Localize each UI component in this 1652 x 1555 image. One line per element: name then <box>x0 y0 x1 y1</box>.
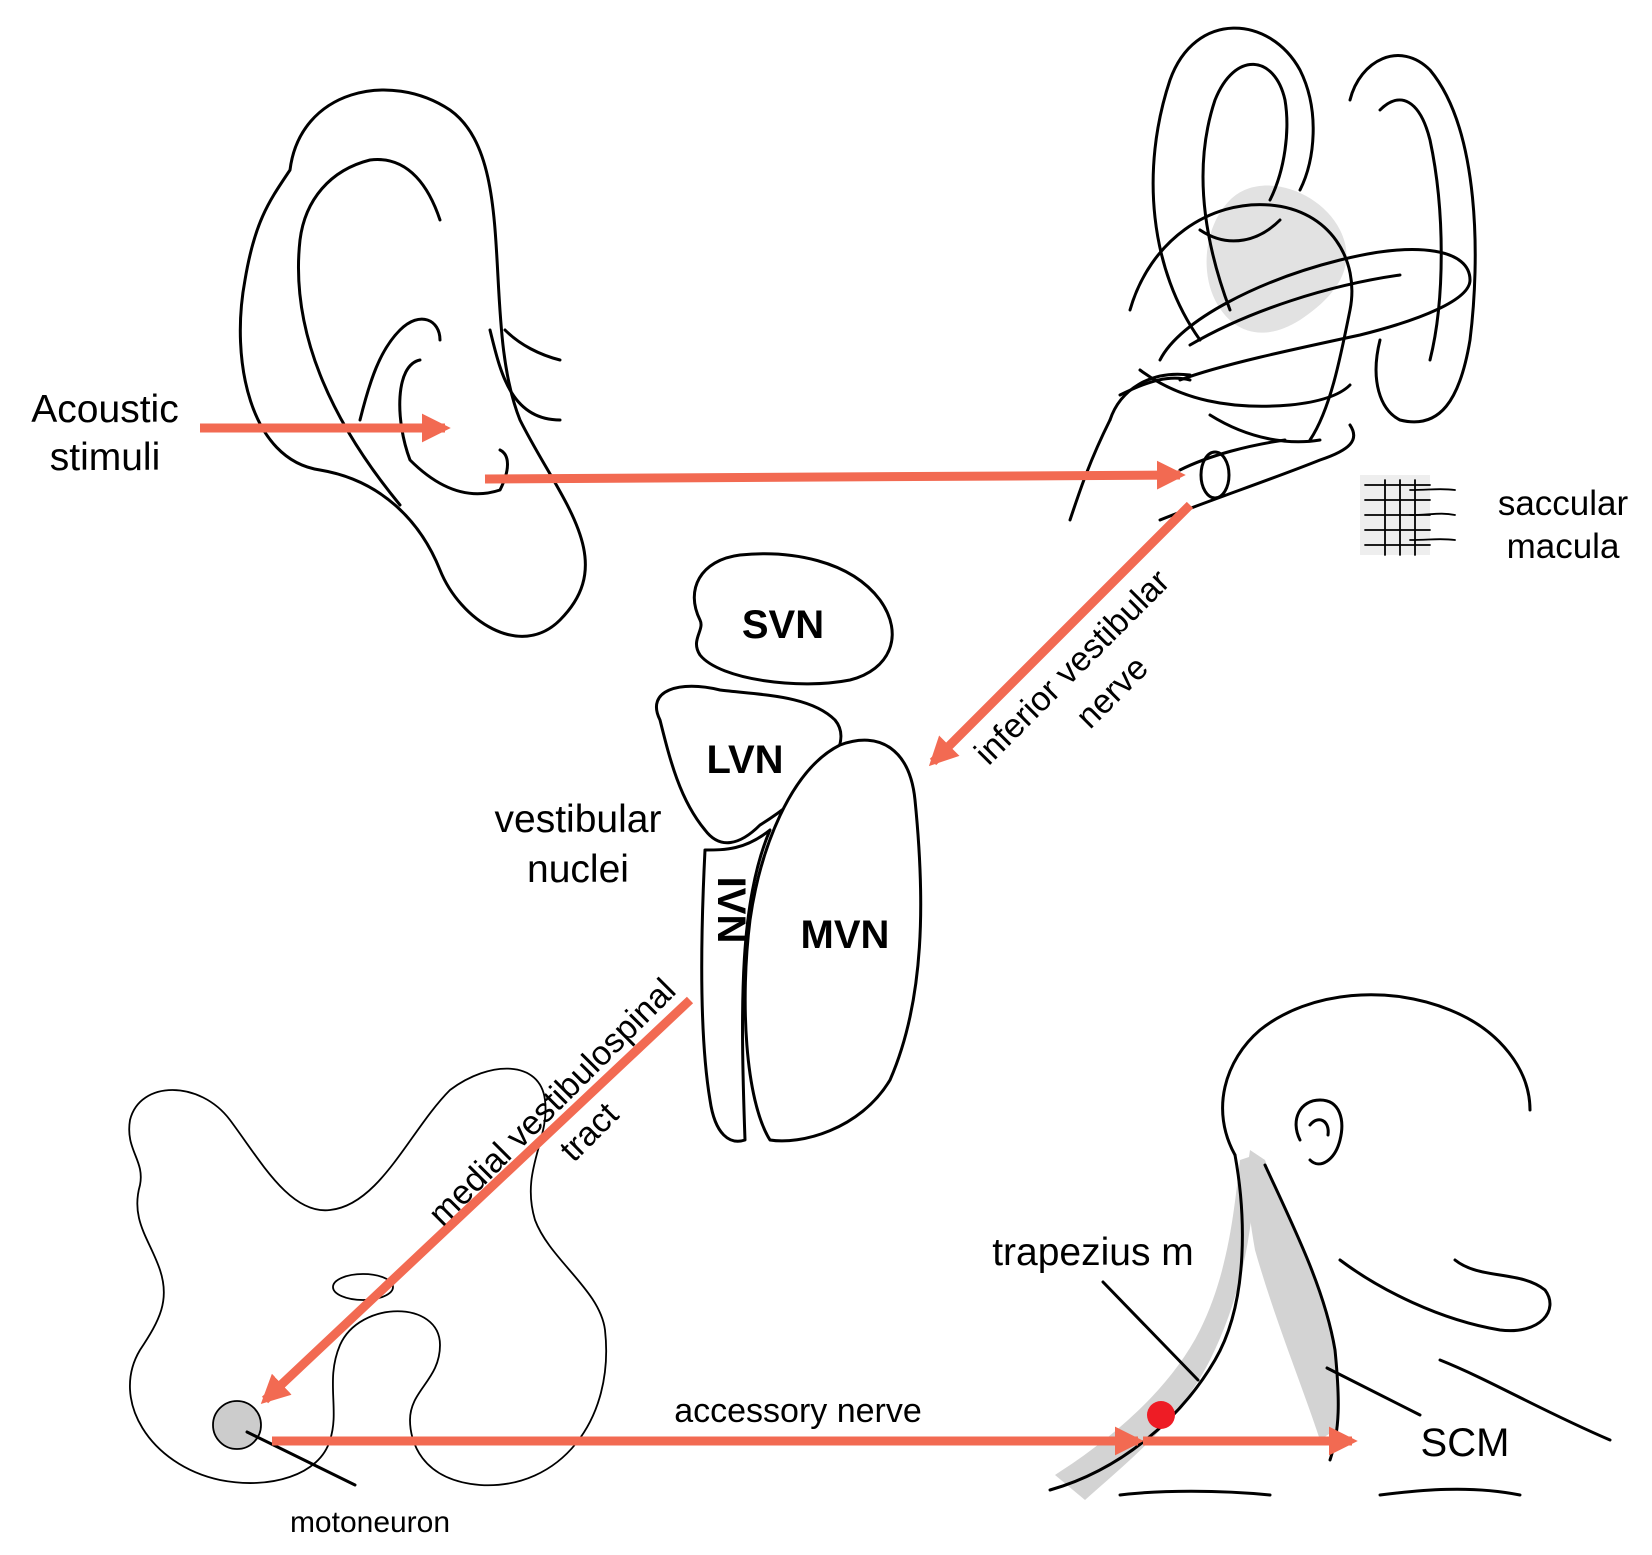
motoneuron-cell <box>212 1400 262 1450</box>
spinal-cord-section-drawing <box>128 1067 607 1487</box>
stimulation-point <box>1147 1401 1175 1429</box>
saccular-macula-illustration <box>1360 475 1456 556</box>
label-saccular-macula-line1: saccular <box>1498 484 1629 523</box>
label-acoustic-stimuli-line2: stimuli <box>50 436 161 479</box>
label-scm: SCM <box>1421 1421 1510 1465</box>
outer-ear-drawing <box>238 88 587 638</box>
label-acoustic-stimuli-line1: Acoustic <box>31 388 178 431</box>
head-neck-drawing <box>1048 993 1612 1500</box>
pathway-arrows <box>200 413 1358 1456</box>
trapezius-muscle-shading <box>1055 1155 1255 1500</box>
label-accessory-nerve: accessory nerve <box>674 1392 922 1430</box>
arrow-to-saccule <box>484 460 1186 490</box>
label-mvn: MVN <box>801 913 890 957</box>
scm-muscle-shading <box>1247 1150 1339 1440</box>
label-lvn: LVN <box>706 738 783 782</box>
arrow-inferior-vestibular-nerve <box>928 501 1194 767</box>
label-vestibular-nuclei-line1: vestibular <box>495 798 662 841</box>
label-ivn: IVN <box>709 877 753 944</box>
label-motoneuron: motoneuron <box>290 1506 450 1539</box>
label-vestibular-nuclei-line2: nuclei <box>527 848 629 891</box>
label-trapezius: trapezius m <box>992 1231 1194 1274</box>
label-svn: SVN <box>742 603 824 647</box>
labyrinth-drawing <box>1068 26 1477 522</box>
label-saccular-macula-line2: macula <box>1507 527 1620 566</box>
label-medial-vestibulospinal-tract-line1: medial vestibulospinal <box>421 971 683 1233</box>
vestibular-nuclei-drawing <box>655 552 923 1143</box>
arrow-medial-vestibulospinal-tract <box>260 996 694 1404</box>
